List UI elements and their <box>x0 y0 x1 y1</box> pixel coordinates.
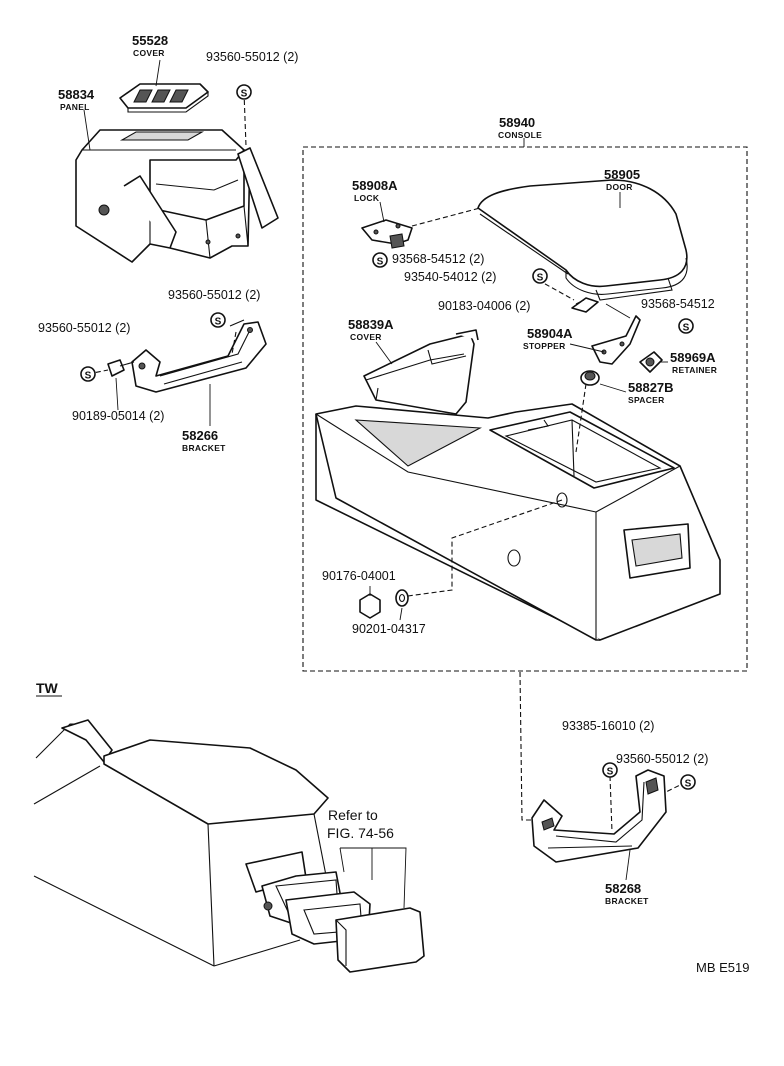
label-90183-number: 90183-04006 (2) <box>438 299 530 313</box>
label-refer-line1: Refer to <box>328 807 378 823</box>
label-refer-line2: FIG. 74-56 <box>327 825 394 841</box>
label-58969a-number: 58969A <box>670 350 716 365</box>
screw-symbol-4: S <box>372 252 388 268</box>
label-58827b-number: 58827B <box>628 380 674 395</box>
label-58268-number: 58268 <box>605 881 641 896</box>
label-90176-number: 90176-04001 <box>322 569 396 583</box>
label-55528-name: COVER <box>133 48 165 58</box>
label-58908a-name: LOCK <box>354 193 380 203</box>
label-58905-number: 58905 <box>604 167 640 182</box>
label-90201-number: 90201-04317 <box>352 622 426 636</box>
retainer-58969a-drawing <box>639 351 663 373</box>
label-93560c-number: 93560-55012 (2) <box>38 321 130 335</box>
label-93560d-number: 93560-55012 (2) <box>616 752 708 766</box>
label-58827b-name: SPACER <box>628 395 665 405</box>
label-55528-number: 55528 <box>132 33 168 48</box>
label-58904a-number: 58904A <box>527 326 573 341</box>
lock-58908a-drawing <box>361 219 413 249</box>
label-58839a-name: COVER <box>350 332 382 342</box>
washer-90201-drawing <box>395 589 409 607</box>
label-58940-number: 58940 <box>499 115 535 130</box>
cover-55528-drawing <box>119 83 209 113</box>
svg-text:S: S <box>683 323 690 334</box>
label-58904a-name: STOPPER <box>523 341 566 351</box>
label-93568b-number: 93568-54512 <box>641 297 715 311</box>
label-93560a-number: 93560-55012 (2) <box>206 50 298 64</box>
bolt-90189-drawing <box>107 359 135 377</box>
bracket-58266-drawing <box>131 319 267 393</box>
label-93568a-number: 93568-54512 (2) <box>392 252 484 266</box>
label-90189-number: 90189-05014 (2) <box>72 409 164 423</box>
clip-90183-drawing <box>571 297 599 313</box>
screw-symbol-5: S <box>532 268 548 284</box>
svg-text:S: S <box>537 273 544 284</box>
tw-view-drawing <box>33 719 425 973</box>
label-58268-name: BRACKET <box>605 896 649 906</box>
label-58266-number: 58266 <box>182 428 218 443</box>
label-tw: TW <box>36 680 59 696</box>
stopper-58904a-drawing <box>591 315 641 365</box>
svg-text:S: S <box>377 257 384 268</box>
console-assembly-box <box>302 146 748 672</box>
label-58908a-number: 58908A <box>352 178 398 193</box>
console-body-drawing <box>315 403 721 641</box>
panel-58834-drawing <box>75 129 279 263</box>
door-58905-drawing <box>477 179 688 301</box>
label-93540-number: 93540-54012 (2) <box>404 270 496 284</box>
label-58839a-number: 58839A <box>348 317 394 332</box>
label-93385-number: 93385-16010 (2) <box>562 719 654 733</box>
label-93560b-number: 93560-55012 (2) <box>168 288 260 302</box>
nut-90176-drawing <box>359 593 381 619</box>
label-58940-name: CONSOLE <box>498 130 542 140</box>
label-58969a-name: RETAINER <box>672 365 717 375</box>
label-58834-number: 58834 <box>58 87 95 102</box>
cover-58839a-drawing <box>363 329 479 415</box>
svg-text:S: S <box>607 767 614 778</box>
bracket-58268-drawing <box>531 769 667 863</box>
screw-symbol-3: S <box>80 366 96 382</box>
diagram-code: MB E519 <box>696 960 749 975</box>
screw-symbol-8: S <box>680 774 696 790</box>
screw-symbol-7: S <box>602 762 618 778</box>
svg-text:S: S <box>241 89 248 100</box>
screw-symbol-1: S <box>236 84 252 100</box>
screw-symbol-6: S <box>678 318 694 334</box>
svg-text:S: S <box>85 371 92 382</box>
screw-symbol-2: S <box>210 312 226 328</box>
leader-lines <box>83 59 668 909</box>
svg-text:S: S <box>685 779 692 790</box>
spacer-58827b-drawing <box>580 370 600 386</box>
label-58834-name: PANEL <box>60 102 90 112</box>
label-58905-name: DOOR <box>606 182 633 192</box>
svg-text:S: S <box>215 317 222 328</box>
label-58266-name: BRACKET <box>182 443 226 453</box>
